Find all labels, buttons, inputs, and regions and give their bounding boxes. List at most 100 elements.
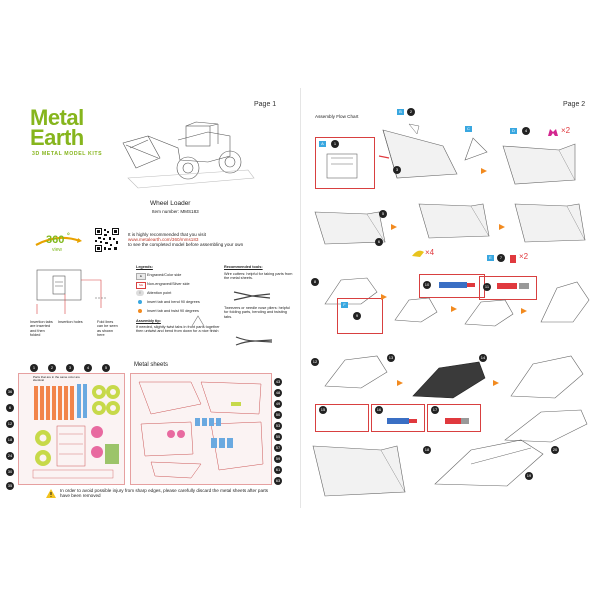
bucket-step-result — [502, 143, 576, 185]
step-number-badge: 7 — [497, 254, 505, 262]
bucket-frame-part — [326, 153, 358, 179]
quantity-label: ×4 — [425, 248, 435, 257]
arm-part-a — [324, 277, 378, 305]
arrow-right-icon — [493, 380, 499, 386]
step-tag: E — [487, 255, 494, 261]
part-number-badge: 4 — [84, 364, 92, 372]
step-number-badge: 17 — [431, 406, 439, 414]
visit-link[interactable]: www.metalearth.com/360/mms183 — [128, 237, 199, 243]
bucket-shell-c — [514, 203, 586, 243]
qr-code[interactable] — [95, 228, 119, 252]
quantity-label: ×2 — [519, 252, 529, 261]
assembly-tip-text: If needed, slightly twist tabs in front … — [136, 325, 220, 334]
arrow-right-icon — [391, 224, 397, 230]
step-17-frame — [427, 404, 481, 432]
instruction-page-1: Page 1 Metal Earth 3D METAL MODEL KITS W… — [0, 88, 300, 508]
step-number-badge: 18 — [423, 446, 431, 454]
step-number-badge: 4 — [522, 127, 530, 135]
brand-tagline: 3D METAL MODEL KITS — [32, 151, 103, 157]
page-number: Page 1 — [254, 101, 277, 108]
boom-assembly — [504, 409, 588, 443]
arrow-right-icon — [521, 308, 527, 314]
step-15-frame — [315, 404, 369, 432]
red-link-part-b — [445, 418, 469, 424]
chassis-part-a — [324, 355, 388, 389]
part-number-badge: 61 — [274, 466, 282, 474]
360-view-badge[interactable]: 360 ° view — [32, 229, 84, 257]
step-tag: C — [465, 126, 472, 132]
legend-item: E Engraved/Color side — [136, 272, 218, 281]
quantity-label: ×2 — [561, 126, 571, 135]
needle-nose-pliers-icon — [235, 336, 273, 346]
legend-item: Insert tab and twist 90 degrees — [136, 308, 218, 317]
wheel-loader-illustration — [122, 121, 255, 189]
step-number-badge: 14 — [479, 354, 487, 362]
part-number-badge: 35 — [6, 482, 14, 490]
arm-assembly-d — [540, 281, 590, 323]
insertion-holes-label: Insertion holes — [58, 320, 83, 324]
part-number-badge: 6 — [6, 404, 14, 412]
part-number-badge: 5 — [102, 364, 110, 372]
step-16-frame — [371, 404, 425, 432]
part-number-badge: 1 — [30, 364, 38, 372]
part-number-badge: 48 — [274, 389, 282, 397]
part-number-badge: 12 — [6, 420, 14, 428]
engraved-side-icon: E — [136, 273, 146, 280]
legend-item: Insert tab and bend 90 degrees — [136, 299, 218, 308]
legend-item: ! Attention point — [136, 290, 218, 299]
magenta-clip-part — [548, 129, 558, 136]
attention-icon: ! — [136, 290, 144, 296]
part-number-badge: 50 — [274, 411, 282, 419]
part-number-badge: 2 — [48, 364, 56, 372]
model-name: Wheel Loader — [150, 200, 191, 207]
brand-word-metal: Metal — [30, 105, 84, 130]
legend-item: NE Non-engraved/Silver side — [136, 281, 218, 290]
legends-list: E Engraved/Color side NE Non-engraved/Si… — [136, 272, 218, 317]
instruction-page-2: Page 2 Assembly Flow Chart A 1 B 2 3 C D… — [300, 88, 600, 508]
step-number-badge: 20 — [551, 446, 559, 454]
step-number-badge: 1 — [331, 140, 339, 148]
step-number-badge: 19 — [525, 472, 533, 480]
step-11-frame — [479, 276, 537, 300]
step-number-badge: 9 — [353, 312, 361, 320]
step-1-frame — [315, 137, 375, 189]
twist-tab-illustration — [191, 315, 205, 327]
metal-sheet-a: Parts that are in the same color are ide… — [18, 373, 125, 485]
flow-chart-title: Assembly Flow Chart — [315, 114, 359, 119]
page-number: Page 2 — [563, 101, 586, 108]
part-number-badge: 49 — [274, 400, 282, 408]
hook-part — [412, 250, 424, 257]
safety-warning: In order to avoid possible injury from s… — [60, 488, 269, 499]
insertion-tab-diagram — [36, 269, 107, 314]
legends-title: Legends: — [136, 265, 153, 269]
step-tag: D — [510, 128, 517, 134]
part-number-badge: 59 — [274, 455, 282, 463]
step-number-badge: 3 — [393, 166, 401, 174]
part-number-badge: 57 — [274, 444, 282, 452]
step-tag: F — [341, 302, 348, 308]
arrow-right-icon — [397, 380, 403, 386]
step-number-badge: 8 — [311, 278, 319, 286]
sheet-a-parts — [32, 384, 120, 479]
arrow-right-icon — [381, 294, 387, 300]
cylinder-part-b — [387, 418, 417, 424]
loader-arm-assembly — [434, 439, 544, 487]
bucket-shell-a — [314, 211, 386, 245]
part-number-badge: 24 — [6, 452, 14, 460]
visit-recommendation: It is highly recommended that you visit … — [128, 232, 293, 248]
part-number-badge: 43 — [274, 378, 282, 386]
metal-sheet-b — [130, 373, 272, 485]
part-number-badge: 53 — [274, 422, 282, 430]
fold-lines-label: Fold lines can be seen as shown here — [97, 320, 118, 338]
orbit-arc-icon — [35, 236, 82, 246]
chassis-part-c — [510, 355, 584, 399]
step-number-badge: 10 — [423, 281, 431, 289]
part-number-badge: 55 — [274, 433, 282, 441]
front-bucket-assembly — [312, 445, 406, 497]
sheet-b-parts — [138, 381, 264, 479]
red-link-part — [497, 283, 529, 289]
bucket-shell-b — [418, 203, 490, 239]
red-pin-part — [510, 255, 516, 263]
silver-side-icon: NE — [136, 282, 146, 289]
insertion-tabs-label: Insertion tabs are inserted and then fol… — [30, 320, 53, 338]
